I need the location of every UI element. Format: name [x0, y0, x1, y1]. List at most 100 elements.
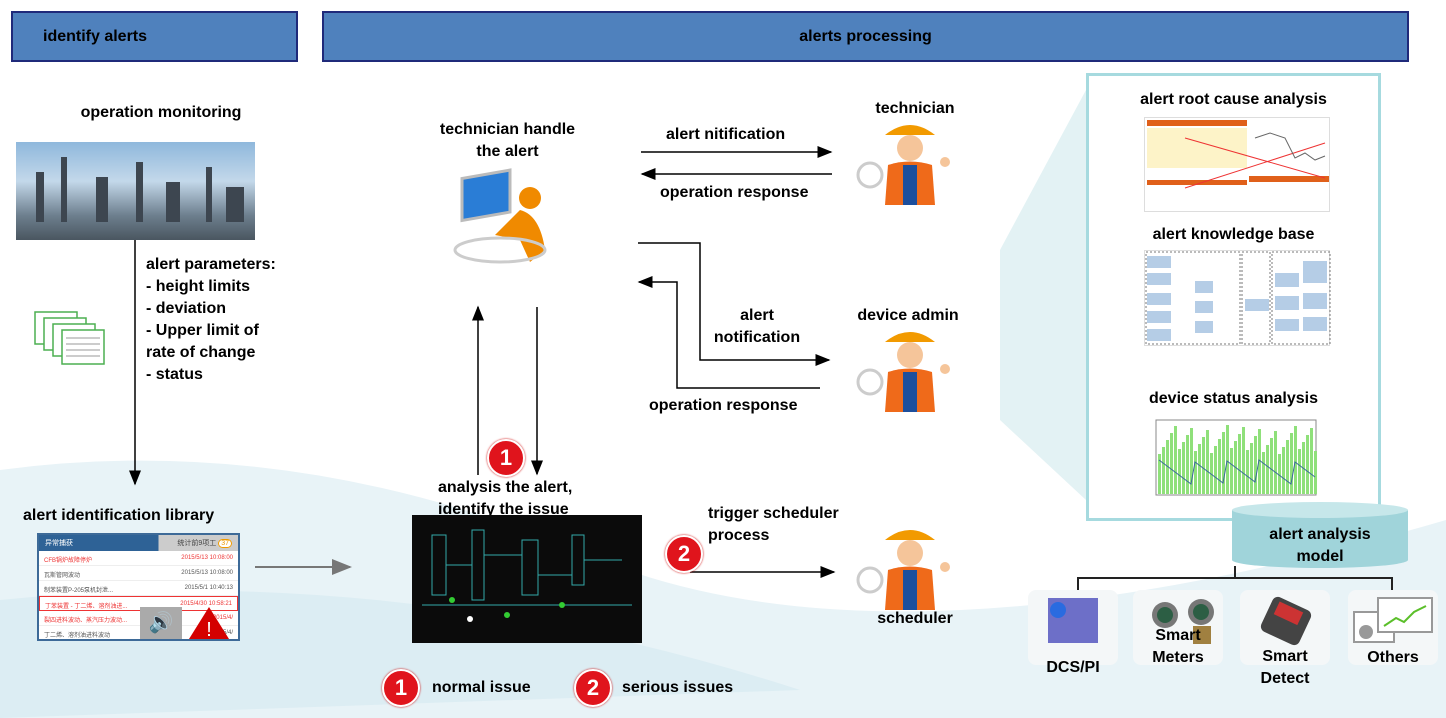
library-header-title: 异常捕获: [45, 540, 73, 547]
thumb-line: [1158, 459, 1316, 485]
library-row: CFB锅炉故障停炉 2015/5/13 10:08:00: [39, 551, 238, 566]
thumb-bar: [1306, 435, 1309, 494]
source-label-text: Smart Detect: [1260, 648, 1310, 687]
library-header-right: 统计前9项工: [177, 540, 217, 547]
thumb-bar: [1218, 439, 1221, 494]
row-time: 2015/5/1 10:40:13: [184, 585, 233, 591]
label-line: analysis the alert,: [438, 479, 573, 496]
thumb-bar: [1202, 437, 1205, 494]
thumb-bar: [1282, 447, 1285, 494]
legend-serious-issues: serious issues: [622, 679, 734, 696]
device-status-title: device status analysis: [1149, 390, 1318, 407]
header-identify-alerts: identify alerts: [11, 11, 298, 62]
thumb-bar: [1242, 427, 1245, 494]
trigger-scheduler-label: trigger scheduler process: [708, 503, 839, 547]
header-alerts-processing: alerts processing: [322, 11, 1409, 62]
technician-handle-label: technician handle the alert: [420, 119, 595, 163]
label-line: process: [708, 527, 770, 544]
dcs-device-icon: [1048, 598, 1098, 643]
charts-icon: [1353, 597, 1433, 643]
thumb-bar: [1230, 448, 1233, 494]
thumb-bar: [1178, 449, 1181, 494]
row-time: 2015/5/13 10:08:00: [181, 570, 233, 576]
source-label: DCS/PI: [1046, 659, 1100, 676]
library-row: 制苯装置P-205泵机封泄... 2015/5/1 10:40:13: [39, 581, 238, 596]
smart-meter-icon: [1152, 599, 1214, 644]
legend-badge-2: 2: [574, 669, 612, 707]
alert-library-title: alert identification library: [23, 507, 215, 524]
param-line: - deviation: [146, 300, 227, 317]
thumb-bar: [1206, 430, 1209, 494]
header-label: alerts processing: [799, 27, 932, 45]
row-text: CFB锅炉故障停炉: [44, 558, 93, 564]
legend-badge-1: 1: [382, 669, 420, 707]
alert-parameters: alert parameters: - height limits - devi…: [146, 254, 276, 386]
thumb-bar: [1170, 433, 1173, 494]
knowledge-base-image: [1144, 250, 1331, 346]
row-time: 2015/4/30 10:58:21: [180, 601, 232, 607]
row-time: 2015/4/: [212, 615, 233, 621]
thumb-bar: [1246, 450, 1249, 494]
header-label: identify alerts: [43, 27, 148, 45]
label-line: alert analysis: [1269, 526, 1371, 543]
source-label: Smart Detect: [1240, 646, 1330, 690]
thumb-bar: [1238, 434, 1241, 494]
thumb-bar: [1254, 436, 1257, 494]
root-cause-image: [1144, 117, 1330, 212]
thumb-bar: [1310, 428, 1313, 494]
operation-response-label: operation response: [649, 397, 798, 414]
label-line: technician handle: [439, 121, 576, 138]
row-text: 裂四进料波动、蒸汽压力波动...: [44, 618, 128, 624]
thumb-bar: [1214, 446, 1217, 494]
thumb-bar: [1258, 429, 1261, 494]
warning-icon: !: [189, 607, 229, 641]
param-line: alert parameters:: [146, 256, 276, 273]
dcs-process-screen: [412, 515, 642, 643]
library-count-badge: 37: [218, 539, 232, 548]
badge-serious-issue: 2: [665, 535, 703, 573]
thumb-bar: [1262, 452, 1265, 494]
source-label: Others: [1367, 649, 1419, 666]
source-others: Others: [1348, 590, 1438, 666]
source-label: Smart Meters: [1152, 627, 1204, 666]
source-dcs-pi: DCS/PI: [1028, 590, 1118, 676]
svg-text:!: !: [206, 619, 212, 641]
thumb-bar: [1174, 426, 1177, 494]
smart-detect-device-icon: [1260, 596, 1312, 646]
label-line: trigger scheduler: [708, 505, 839, 522]
library-row: 裂四进料波动、蒸汽压力波动... 2015/4/: [39, 611, 238, 626]
param-line: rate of change: [146, 344, 256, 361]
thumb-bar: [1186, 435, 1189, 494]
legend-normal-issue: normal issue: [432, 679, 531, 696]
thumb-bar: [1182, 442, 1185, 494]
thumb-bar: [1194, 451, 1197, 494]
library-row: 瓦斯管网波动 2015/5/13 10:08:00: [39, 566, 238, 581]
thumb-bar: [1210, 453, 1213, 494]
thumb-bar: [1198, 444, 1201, 494]
technician-label: technician: [875, 100, 955, 117]
label-line: the alert: [476, 143, 539, 160]
label-line: identify the issue: [438, 501, 569, 518]
thumb-bar: [1314, 451, 1317, 494]
library-header: 异常捕获 统计前9项工 37: [39, 535, 238, 551]
thumb-bar: [1298, 449, 1301, 494]
analysis-label: analysis the alert, identify the issue: [438, 477, 572, 521]
library-row: 丁苯装置 - 丁二烯、溶剂油进...2015/4/30 10:58:21: [39, 596, 238, 611]
label-line: alert: [740, 307, 774, 324]
row-time: 2015/5/13 10:08:00: [181, 555, 233, 561]
operation-response-label: operation response: [660, 184, 809, 201]
param-line: - Upper limit of: [146, 322, 259, 339]
row-text: 制苯装置P-205泵机封泄...: [44, 588, 114, 594]
source-smart-meters: Smart Meters: [1133, 590, 1223, 666]
row-text: 瓦斯管网波动: [44, 573, 81, 579]
thumb-bar: [1278, 454, 1281, 494]
badge-normal-issue: 1: [487, 439, 525, 477]
thumb-bar: [1274, 431, 1277, 494]
source-smart-detect: Smart Detect: [1240, 590, 1330, 687]
